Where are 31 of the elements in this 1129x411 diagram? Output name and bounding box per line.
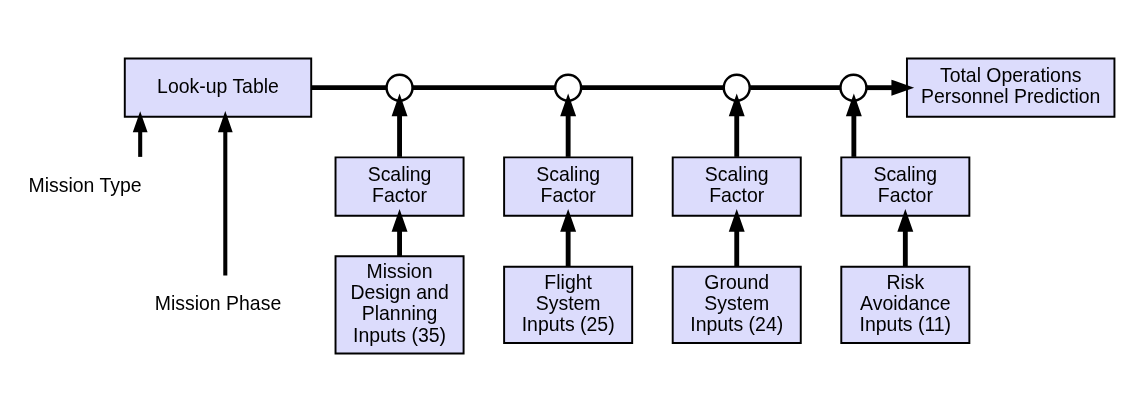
node-box: Flight System Inputs (25) xyxy=(503,265,634,344)
arrow xyxy=(845,92,862,157)
node-text: Mission Phase xyxy=(154,291,282,314)
arrow xyxy=(391,92,408,157)
arrow xyxy=(560,208,577,266)
node-box: Risk Avoidance Inputs (11) xyxy=(840,265,971,344)
node-text: Mission Type xyxy=(28,173,142,196)
arrow xyxy=(728,208,745,266)
node-box: Total Operations Personnel Prediction xyxy=(905,57,1116,118)
node-box: Scaling Factor xyxy=(671,155,802,217)
node-box: Scaling Factor xyxy=(334,155,465,217)
arrow xyxy=(391,208,408,256)
node-box: Scaling Factor xyxy=(503,155,634,217)
arrow xyxy=(866,79,915,96)
connector xyxy=(581,84,724,90)
arrow xyxy=(217,110,233,276)
node-box: Ground System Inputs (24) xyxy=(671,265,802,344)
arrow xyxy=(728,92,745,157)
node-circle xyxy=(553,72,583,102)
connector xyxy=(412,84,555,90)
node-box: Look-up Table xyxy=(123,57,313,118)
arrow xyxy=(897,208,914,266)
connector xyxy=(750,84,841,90)
node-circle xyxy=(385,72,414,102)
arrow xyxy=(132,110,148,157)
arrow xyxy=(560,92,577,157)
node-box: Mission Design and Planning Inputs (35) xyxy=(334,254,465,354)
node-circle xyxy=(722,72,751,102)
connector xyxy=(311,84,387,90)
node-circle xyxy=(839,72,868,102)
node-box: Scaling Factor xyxy=(840,155,971,217)
